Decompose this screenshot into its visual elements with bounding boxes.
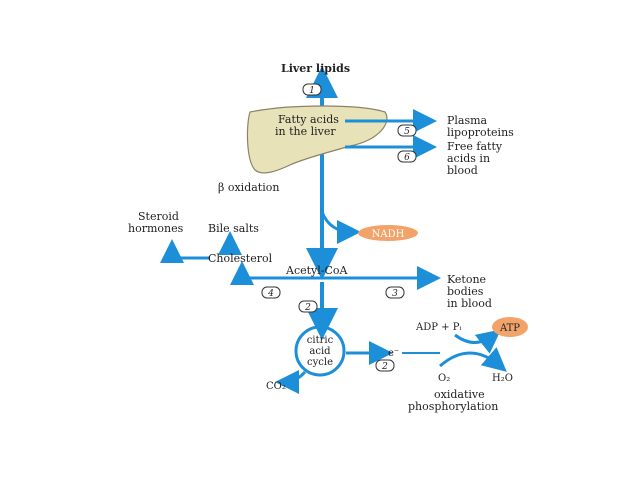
step-badge-5 [397,124,417,137]
arrow-o2-h2o [439,347,507,372]
step-badge-6 [397,150,417,163]
label-free-1: Free fatty [447,140,503,153]
step-badge-2a [298,300,318,313]
nadh-badge [358,225,418,241]
citric-cycle-ring [294,325,346,377]
label-citric-1: citric [307,335,334,346]
step-num-2b: 2 [381,362,388,372]
label-free-3: blood [447,164,478,177]
step-num-1: 1 [309,86,315,96]
step-num-4: 4 [267,289,274,299]
label-ketone-1: Ketone [447,273,486,286]
label-liver-lipids: Liver lipids [281,62,350,75]
label-free-2: acids in [447,152,490,165]
label-fatty-acids-2: in the liver [275,125,336,138]
step-badge-2b [375,359,395,372]
label-citric-3: cycle [307,357,333,368]
label-adp: ADP + Pᵢ [415,322,461,333]
label-acetyl-coa: Acetyl-CoA [285,264,349,277]
label-citric-2: acid [309,346,331,357]
step-badge-3 [385,286,405,299]
step-badge-4 [261,286,281,299]
label-plasma-2: lipoproteins [447,126,514,139]
label-plasma-1: Plasma [447,114,488,127]
label-fatty-acids-1: Fatty acids [278,113,339,126]
label-ketone-2: bodies [447,285,484,298]
label-e-minus: e⁻ [388,348,399,359]
atp-badge [492,317,528,337]
label-steroid-2: hormones [128,222,184,235]
arrow-steroid [160,239,210,264]
label-atp: ATP [499,323,520,334]
arrow-nadh [320,211,361,244]
arrow-adp-atp [454,329,502,354]
step-badges: 1 5 6 4 3 2 2 [261,83,417,372]
label-oxidative-1: oxidative [434,388,485,401]
label-o2: O₂ [438,373,450,384]
step-num-5: 5 [404,127,410,137]
label-beta-oxidation: β oxidation [218,181,279,194]
liver-shape [246,105,388,174]
step-num-6: 6 [404,153,410,163]
arrow-cholesterol [230,261,322,286]
arrow-co2 [275,369,307,394]
step-badge-1 [302,83,322,96]
label-steroid-1: Steroid [138,210,179,223]
label-cholesterol: Cholesterol [208,252,273,265]
step-num-2a: 2 [304,303,311,313]
label-ketone-3: in blood [447,297,492,310]
label-bile-salts: Bile salts [208,222,259,235]
label-h2o: H₂O [492,373,513,384]
label-oxidative-2: phosphorylation [408,400,498,413]
label-co2: CO₂ [266,381,286,392]
step-num-3: 3 [392,289,398,299]
label-nadh: NADH [372,229,405,240]
